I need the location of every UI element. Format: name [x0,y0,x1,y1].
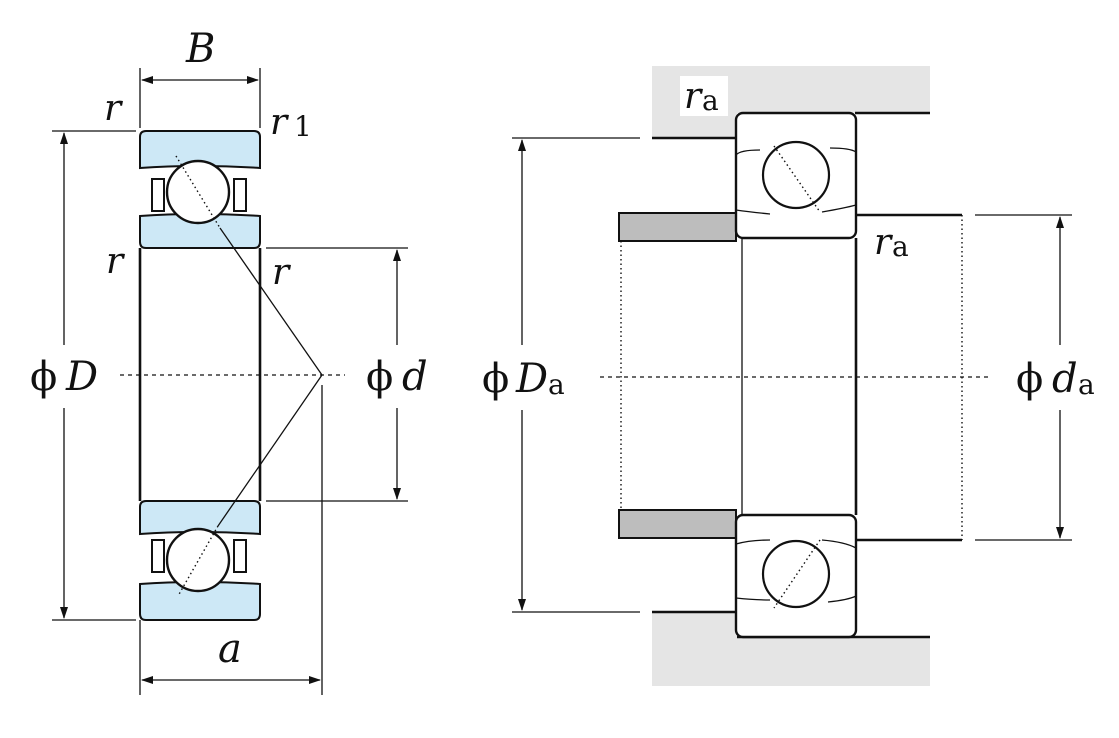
label-d-phi: ϕ [366,354,393,400]
label-Da-sub: a [548,368,565,401]
ball-bottom-right-view [761,539,831,609]
shaft-shoulder-bottom [618,509,737,539]
label-da-phi: ϕ [1016,356,1043,402]
label-Da-phi: ϕ [482,356,509,402]
label-da-sub: a [1078,368,1095,401]
label-Da: D [515,356,548,402]
cage-bottom-right [233,539,247,573]
ball-bottom [165,527,231,593]
cage-bottom-left [151,539,165,573]
label-r-mid-right: r [272,252,291,293]
label-B: B [185,26,215,72]
label-ra-right-sub: a [892,230,909,263]
label-r-top-left: r [104,88,123,129]
label-d: d [402,354,428,400]
label-r1-sub: 1 [294,110,312,143]
label-D-phi: ϕ [30,354,57,400]
cage-top-left [151,178,165,212]
label-ra-right: r [874,222,893,263]
housing-bottom [652,612,930,686]
label-ra-top: r [684,76,703,117]
label-a: a [218,626,242,672]
left-bearing-view: B ϕ D ϕ d a r r 1 r r [30,26,428,695]
label-ra-top-sub: a [702,84,719,117]
ball-top [165,159,231,225]
cage-top-right [233,178,247,212]
label-D: D [65,354,98,400]
label-r1: r [270,102,289,143]
label-r-mid-left: r [106,241,125,282]
label-da: d [1052,356,1078,402]
right-mounting-view: ϕ D a ϕ d a r a r a [482,66,1095,686]
shaft-shoulder-top [618,212,737,242]
ball-top-right-view [761,140,831,210]
